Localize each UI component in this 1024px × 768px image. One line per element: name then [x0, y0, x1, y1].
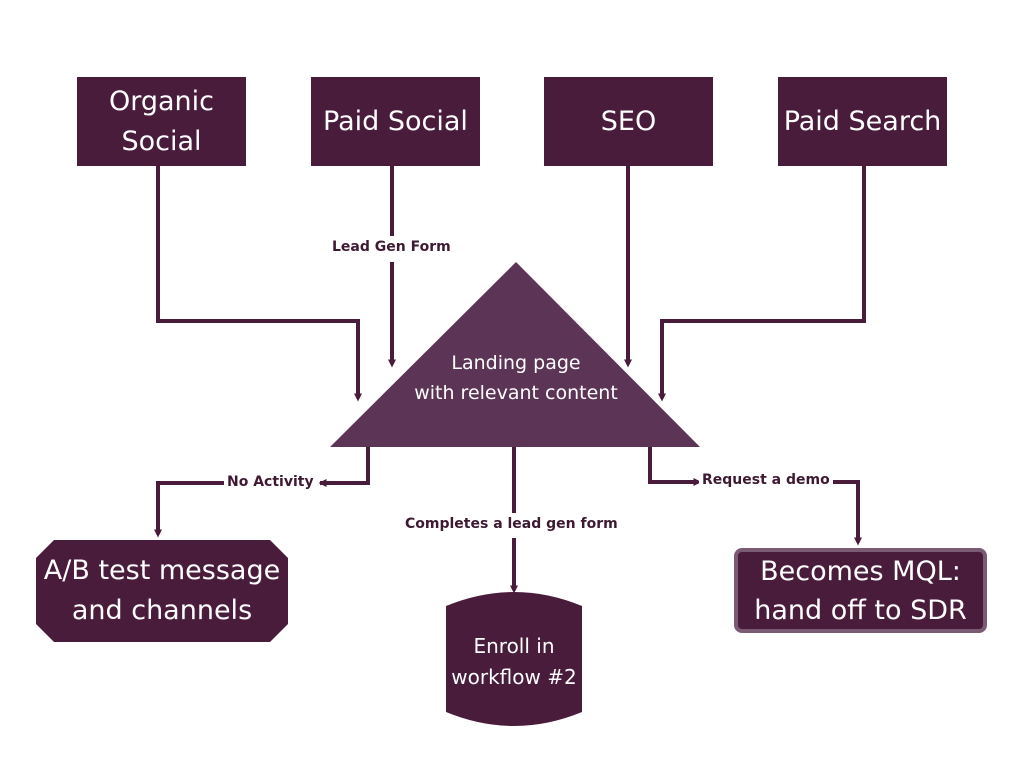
connector-organic-social [156, 166, 362, 402]
connector-no-activity [320, 447, 370, 485]
edge-label-no-activity: No Activity [224, 474, 317, 490]
enroll-cylinder [446, 592, 582, 726]
mql-box [734, 548, 987, 633]
landing-page-triangle [330, 262, 700, 447]
edge-label-request-demo: Request a demo [699, 472, 833, 488]
edge-label-lead-gen-form: Lead Gen Form [329, 239, 454, 255]
source-box-organic-social [77, 77, 246, 166]
source-box-seo [544, 77, 713, 166]
edge-label-completes-form: Completes a lead gen form [402, 516, 621, 532]
connector-request-demo [648, 447, 702, 486]
source-box-paid-social [311, 77, 480, 166]
connector-request-demo-right [832, 480, 862, 546]
ab-test-octagon [36, 540, 288, 642]
connector-paid-search [658, 166, 866, 402]
source-box-paid-search [778, 77, 947, 166]
connector-no-activity-left [154, 481, 224, 538]
